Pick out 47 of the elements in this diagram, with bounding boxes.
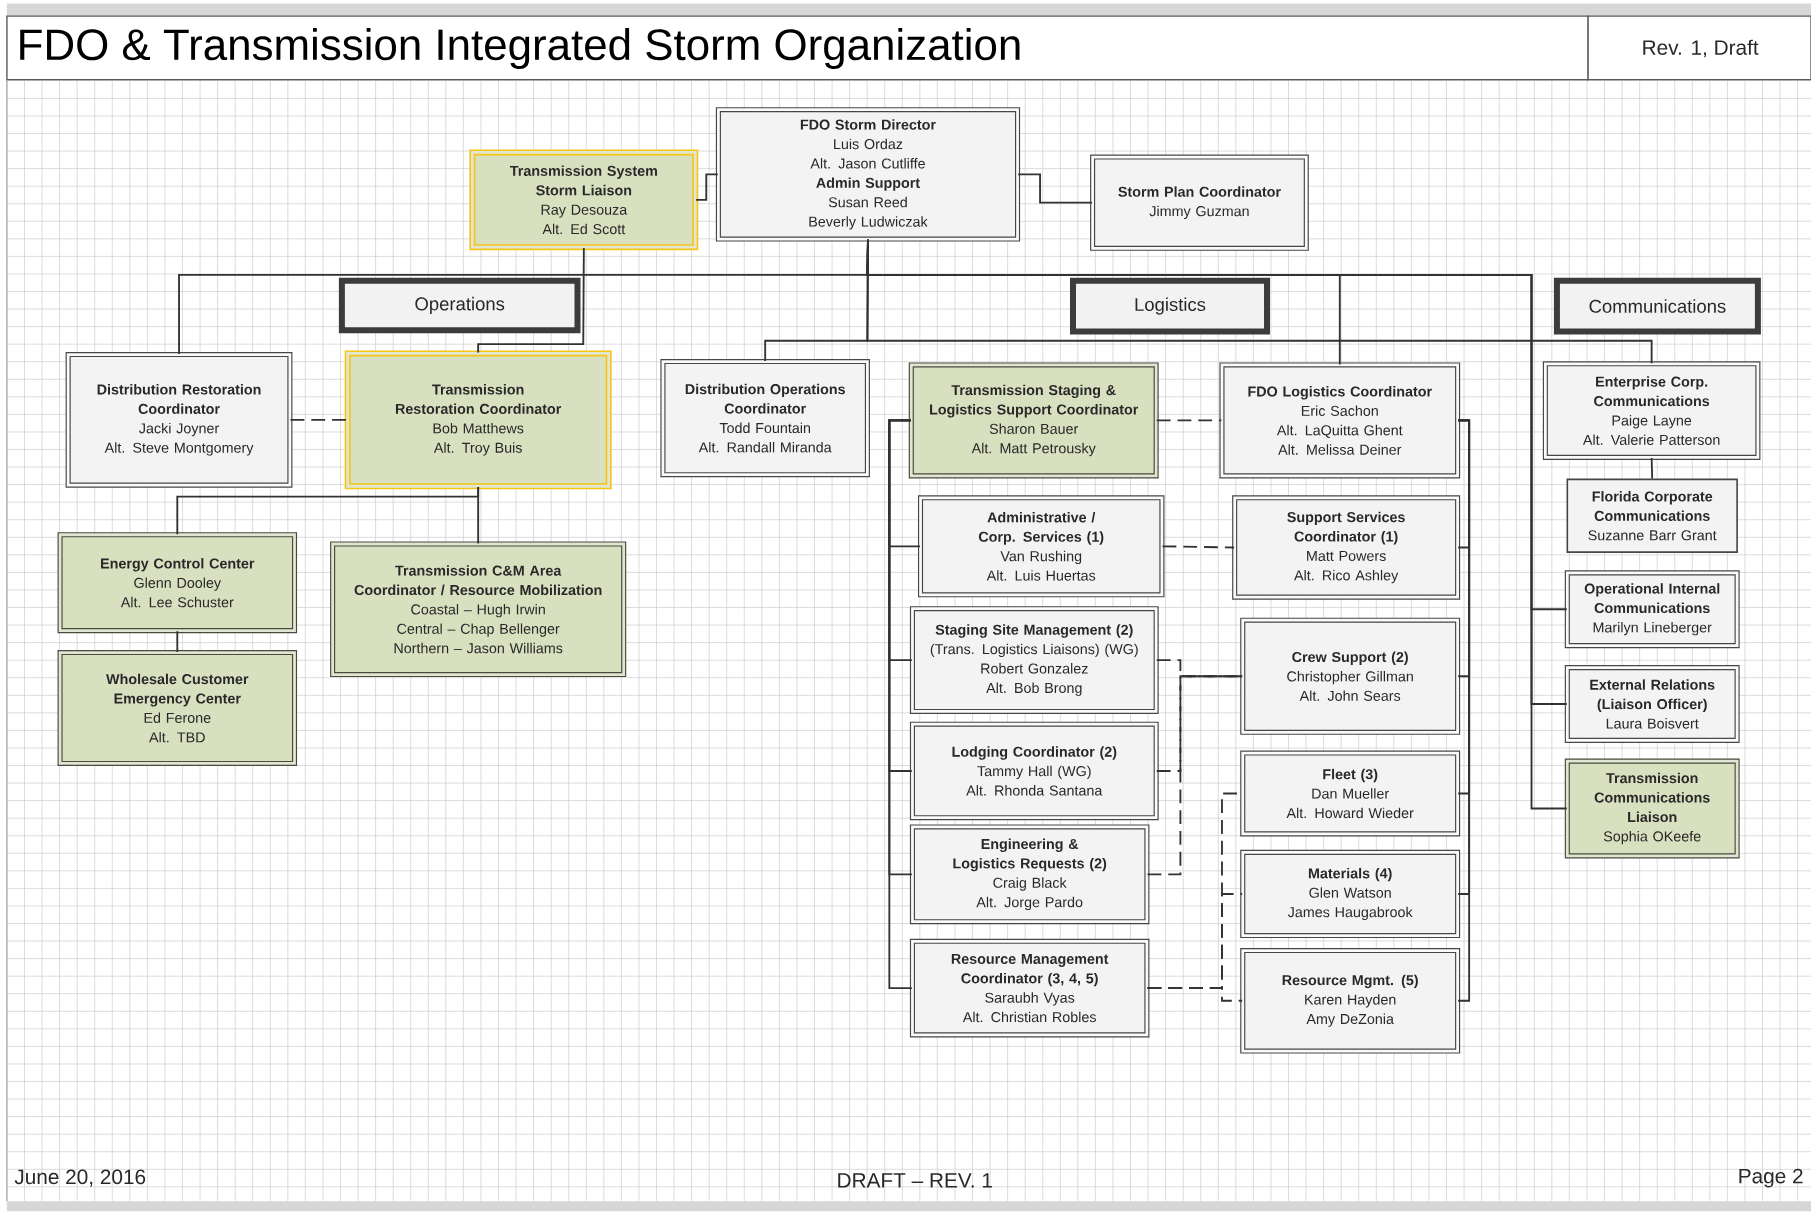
dashed-connector (289, 419, 348, 421)
role-box: Resource Mgmt. (5) Karen Hayden Amy DeZonia (1240, 948, 1461, 1054)
dashed-connector (1146, 987, 1244, 1002)
role-box: Resource Management Coordinator (3, 4, 5) Saraubh Vyas Alt. Christian Robles (909, 939, 1150, 1038)
section-header: Operations (338, 277, 581, 334)
connector-line (477, 247, 585, 354)
dashed-connector (1155, 419, 1223, 422)
role-box: Administrative / Corp. Services (1) Van Rushing Alt. Luis Huertas (918, 495, 1165, 598)
role-box: Transmission C&M Area Coordinator / Resource Mobilization Coastal – Hugh Irwin Central – Chap Bellenger Northern – Jason Williams (330, 541, 627, 678)
role-box: Support Services Coordinator (1) Matt Powers Alt. Rico Ashley (1232, 495, 1461, 600)
connector-line (1650, 457, 1654, 480)
connector-line (176, 630, 179, 654)
connector-line (866, 238, 1568, 810)
footer-date: June 20, 2016 (14, 1169, 146, 1187)
role-box: FDO Storm Director Luis Ordaz Alt. Jason Cutliffe Admin Support Susan Reed Beverly Ludwiczak (715, 107, 1021, 242)
connector-line (1457, 419, 1471, 1002)
role-box: Distribution Operations Coordinator Todd Fountain Alt. Randall Miranda (660, 359, 870, 478)
role-box: Wholesale Customer Emergency Center Ed Ferone Alt. TBD (57, 650, 298, 767)
role-box: Storm Plan Coordinator Jimmy Guzman (1090, 154, 1309, 252)
connector-line (1017, 173, 1093, 204)
section-header: Communications (1553, 277, 1761, 335)
role-box: Fleet (3) Dan Mueller Alt. Howard Wieder (1240, 750, 1461, 837)
footer-label: DRAFT – REV. 1 (838, 1173, 992, 1188)
role-box: Florida Corporate Communications Suzanne Barr Grant (1566, 478, 1738, 554)
dashed-connector (1161, 545, 1236, 549)
role-box: Energy Control Center Glenn Dooley Alt. Lee Schuster (57, 532, 298, 634)
role-box: Transmission Communications Liaison Sophia OKeefe (1564, 758, 1740, 859)
connector-line (477, 486, 480, 545)
revision-label: Rev. 1, Draft (1587, 15, 1811, 81)
connector-line (695, 173, 719, 201)
role-box: External Relations (Liaison Officer) Laura Boisvert (1564, 665, 1740, 744)
role-box: Enterprise Corp. Communications Paige Layne Alt. Valerie Patterson (1542, 361, 1761, 461)
dashed-connector (1146, 675, 1244, 876)
role-box: Operational Internal Communications Marilyn Lineberger (1564, 570, 1740, 649)
role-box: Staging Site Management (2) (Trans. Logistics Liaisons) (WG) Robert Gonzalez Alt. Bob Brong (909, 606, 1159, 715)
role-box: Crew Support (2) Christopher Gillman Alt. John Sears (1240, 617, 1461, 735)
role-box: Distribution Restoration Coordinator Jacki Joyner Alt. Steve Montgomery (65, 352, 293, 488)
page-number: Page 2 (1739, 1168, 1803, 1188)
role-box: Materials (4) Glen Watson James Haugabrook (1240, 850, 1461, 939)
section-header: Logistics (1069, 277, 1271, 335)
role-box: Transmission Restoration Coordinator Bob Matthews Alt. Troy Buis (344, 350, 612, 490)
role-box: FDO Logistics Coordinator Eric Sachon Alt. LaQuitta Ghent Alt. Melissa Deiner (1219, 362, 1461, 479)
role-box: Transmission Staging & Logistics Support Coordinator Sharon Bauer Alt. Matt Petrousky (908, 362, 1159, 479)
role-box: Transmission System Storm Liaison Ray Desouza Alt. Ed Scott (469, 149, 699, 251)
connector-line (888, 419, 913, 990)
role-box: Engineering & Logistics Requests (2) Craig Black Alt. Jorge Pardo (909, 824, 1150, 925)
role-box: Lodging Coordinator (2) Tammy Hall (WG) Alt. Rhonda Santana (909, 721, 1159, 821)
